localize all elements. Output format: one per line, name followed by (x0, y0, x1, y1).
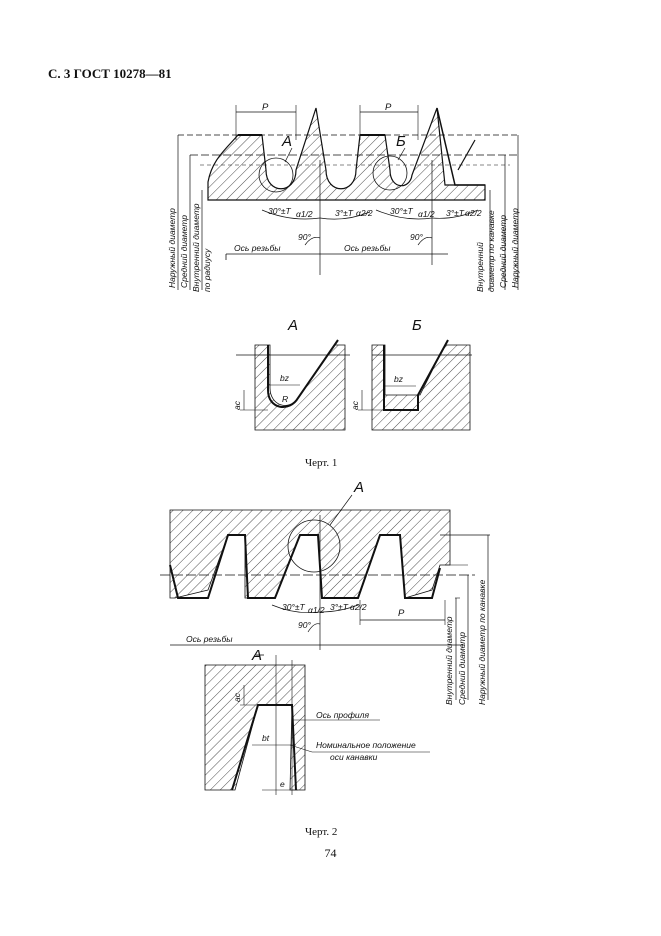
page-number: 74 (324, 846, 337, 860)
fig1-dia-outer: Наружный диаметр (167, 208, 177, 288)
fig1-det-a-ac: ac (232, 400, 242, 410)
figure-2 (160, 494, 490, 700)
fig1-tol-a2: α2/2 (356, 208, 373, 218)
fig2-dia-outer: Наружный диаметр по канавке (477, 579, 487, 705)
fig1-right-angle: 90° (298, 232, 311, 242)
fig1-angle-3: 3°±Т (335, 208, 354, 218)
fig2-dia-inner: Внутренний диаметр (444, 616, 454, 705)
fig1-pitch-label-2: P (385, 102, 392, 113)
fig2-ac: ac (232, 692, 242, 702)
fig2-right-angle: 90° (298, 620, 311, 630)
fig1-pitch-label: P (262, 102, 269, 113)
fig1-dia-inner-g2: диаметр по канавке (486, 210, 496, 292)
fig1-detail-a (236, 339, 350, 431)
fig2-axis: Ось резьбы (186, 634, 233, 644)
fig1-axis-label-2: Ось резьбы (344, 243, 391, 253)
fig1-det-a-r: R (282, 394, 288, 404)
fig1-det-b-bz: bz (394, 374, 404, 384)
fig1-axis-label: Ось резьбы (234, 243, 281, 253)
fig1-detail-b (358, 339, 472, 431)
fig2-bt: bt (262, 733, 270, 743)
fig1-angle-30b: 30°±Т (390, 206, 414, 216)
fig2-detail-a (204, 654, 430, 795)
fig2-detail-title: А (251, 647, 262, 664)
fig1-det-a-bz: bz (280, 373, 290, 383)
fig1-right-angle-b: 90° (410, 232, 423, 242)
fig2-e: e (280, 779, 285, 789)
figure-1 (177, 105, 520, 290)
fig1-angle-30: 30°±Т (268, 206, 292, 216)
fig2-nominal-2: оси канавки (330, 752, 378, 762)
fig1-angle-3b: 3°±Т (446, 208, 465, 218)
fig1-detail-b-title: Б (412, 317, 422, 334)
fig1-caption: Черт. 1 (305, 457, 338, 469)
fig2-detail-marker: А (353, 479, 364, 496)
fig2-caption: Черт. 2 (305, 826, 338, 838)
fig2-nominal-1: Номинальное положение (316, 740, 416, 750)
fig2-angle-3: 3°±Т (330, 602, 349, 612)
fig1-detail-a-title: А (287, 317, 298, 334)
fig2-pitch: P (398, 608, 405, 619)
fig1-dia-inner-r2: по радиусу (202, 248, 212, 292)
fig1-detail-b-marker: Б (396, 133, 406, 150)
fig1-dia-inner-r: Внутренний диаметр (191, 203, 201, 292)
page-header: С. 3 ГОСТ 10278—81 (48, 66, 172, 81)
fig1-tol-a2b: α2/2 (465, 208, 482, 218)
fig1-dia-mean: Средний диаметр (179, 215, 189, 288)
fig2-tol-a1: α1/2 (308, 605, 325, 615)
fig1-dia-outer-r: Наружный диаметр (510, 208, 520, 288)
fig2-profile-axis: Ось профиля (316, 710, 369, 720)
fig1-thread-body (207, 107, 486, 201)
fig2-angle-30: 30°±Т (282, 602, 306, 612)
fig1-dia-mean-g: Средний диаметр (498, 215, 508, 288)
fig2-tol-a2: α2/2 (350, 602, 367, 612)
fig1-det-b-ac: ac (350, 400, 360, 410)
fig1-dia-inner-g: Внутренний (475, 242, 485, 292)
fig2-dia-mean: Средний диаметр (457, 632, 467, 705)
fig1-tol-a1b: α1/2 (418, 209, 435, 219)
fig1-detail-a-marker: А (281, 133, 292, 150)
fig1-tol-a1: α1/2 (296, 209, 313, 219)
